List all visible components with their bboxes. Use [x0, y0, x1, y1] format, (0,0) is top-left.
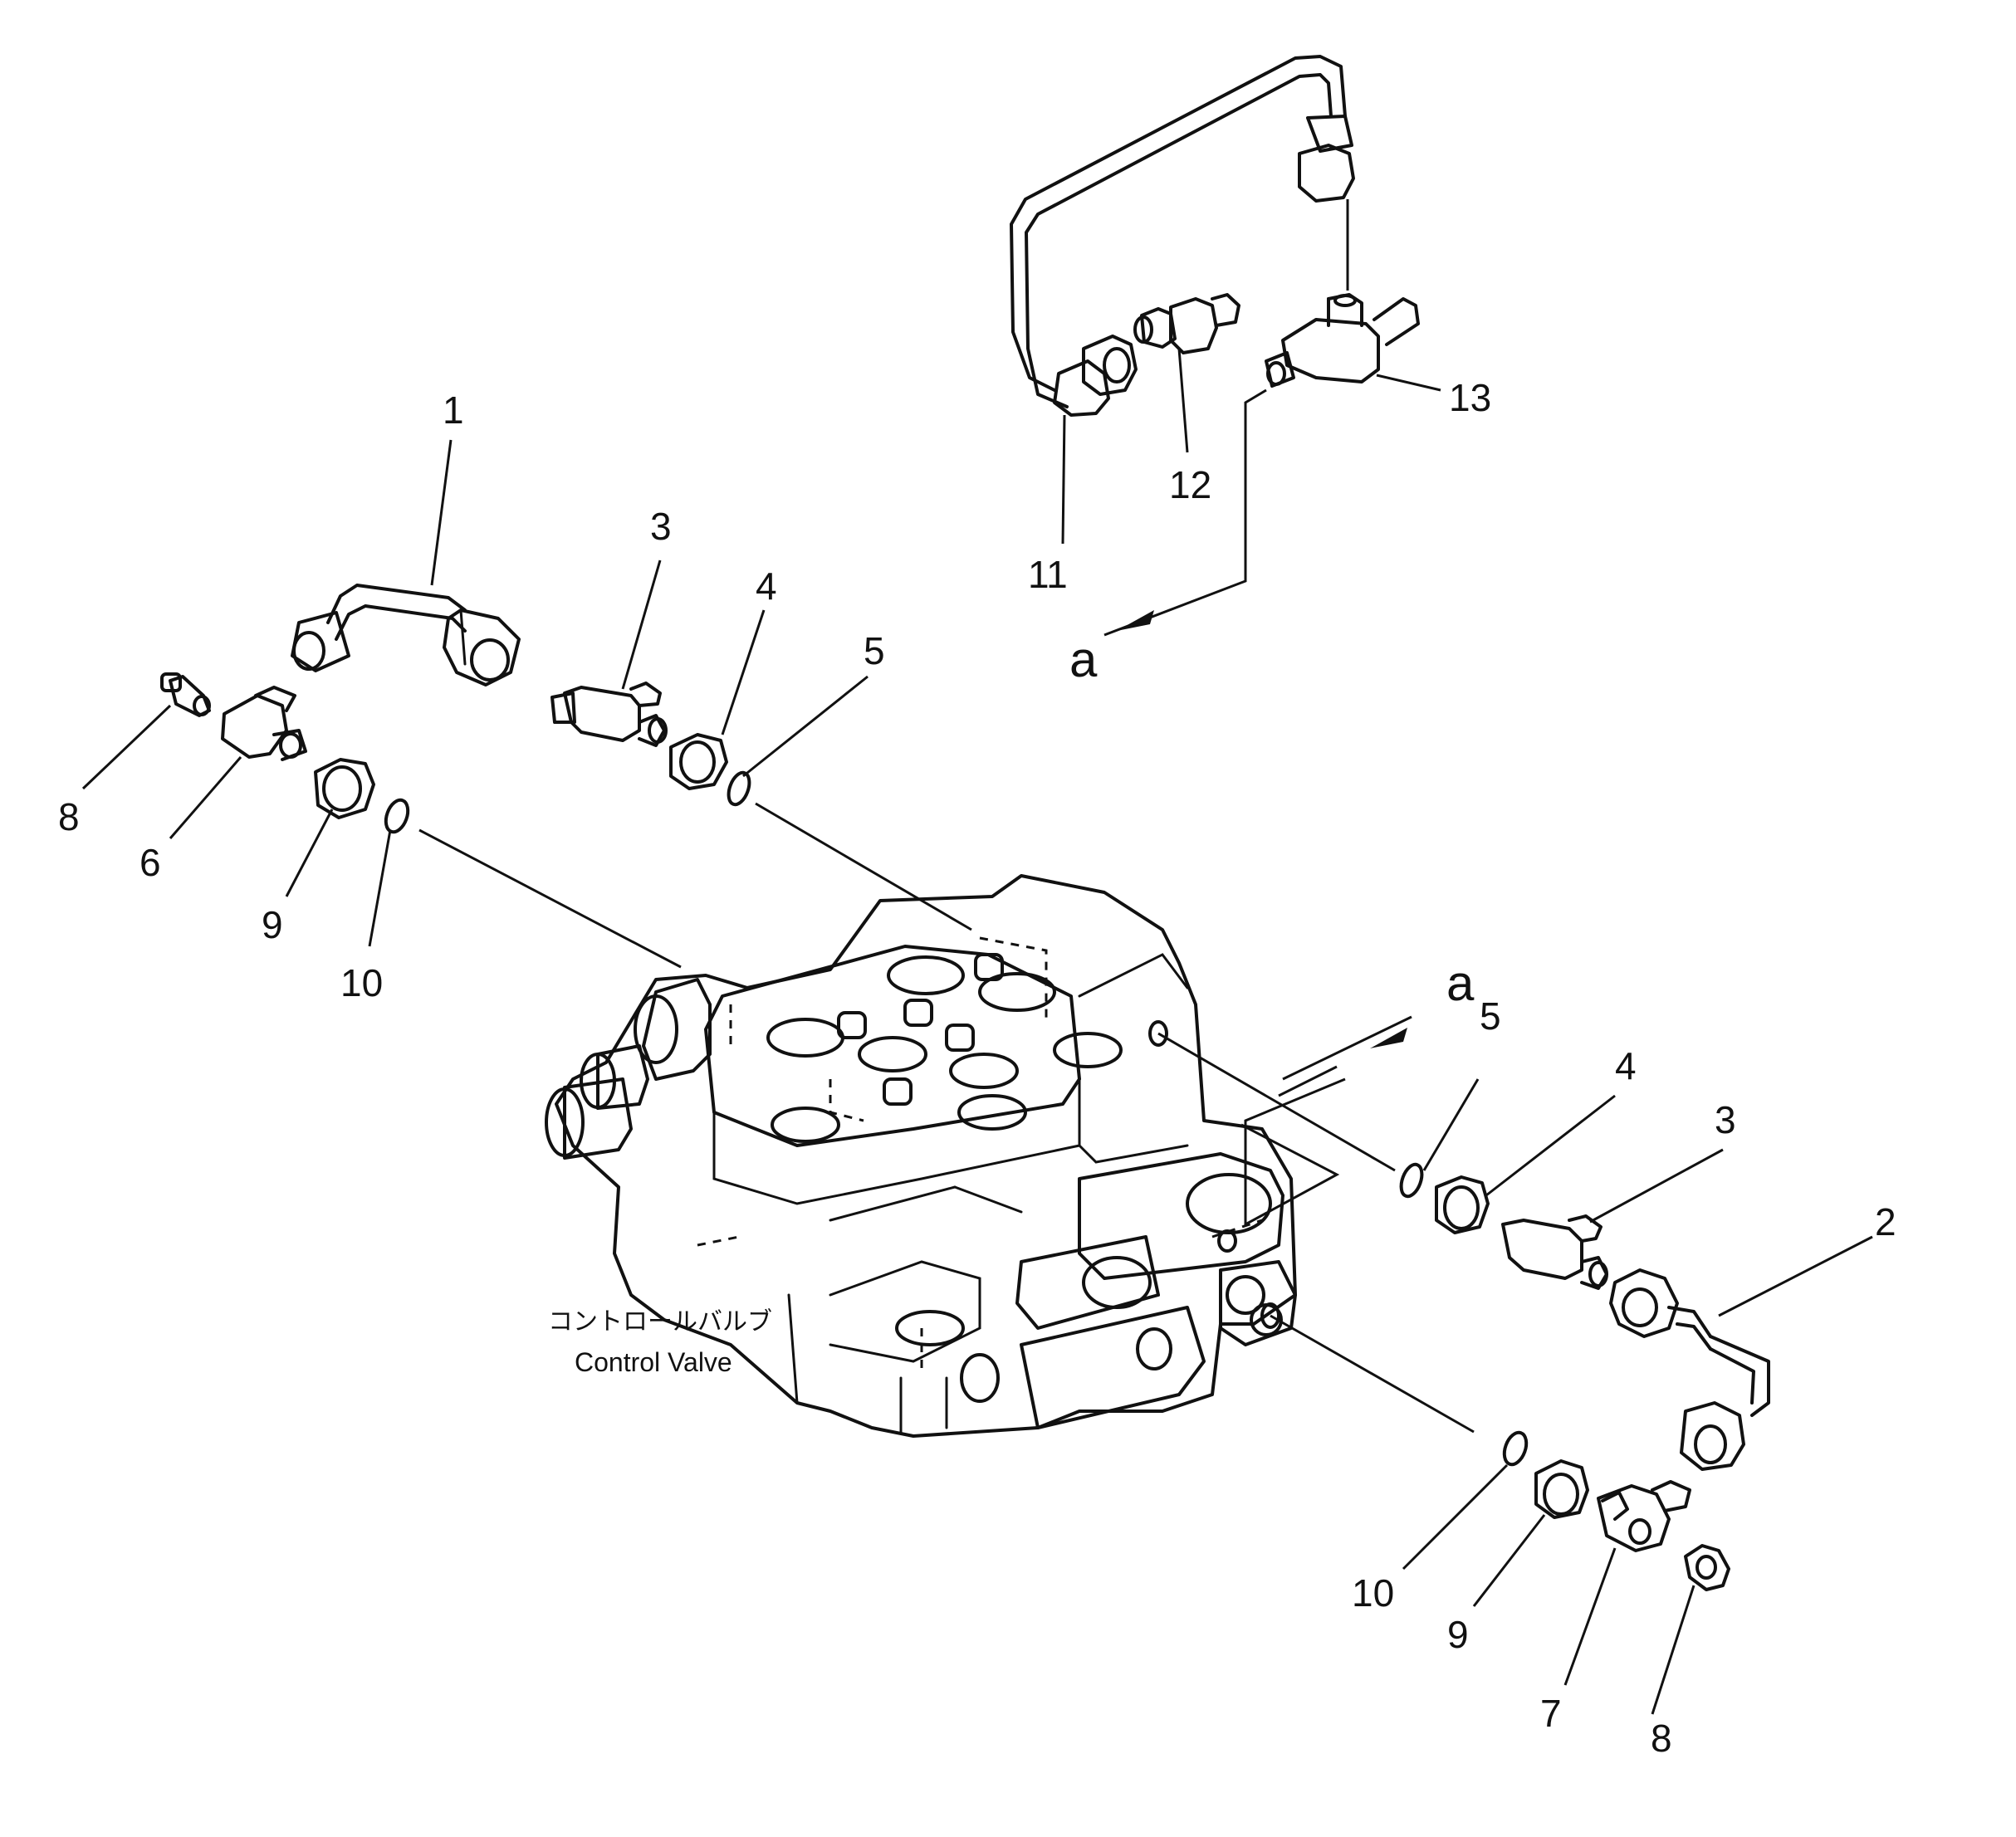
callout-13: 13	[1449, 376, 1491, 419]
callout-9-right: 9	[1447, 1613, 1469, 1656]
o-ring-part-5-left	[727, 770, 751, 807]
o-ring-part-10-left	[384, 798, 410, 834]
o-ring-part-5-right	[1399, 1162, 1424, 1199]
callout-8-left: 8	[58, 795, 80, 838]
callout-3-left: 3	[650, 505, 672, 548]
callout-7: 7	[1540, 1692, 1562, 1735]
tee-part-13	[1265, 293, 1420, 388]
callout-4-right: 4	[1615, 1044, 1637, 1087]
caption-japanese: コントロールバルブ	[548, 1307, 772, 1336]
tube-part-1	[291, 584, 521, 686]
callout-8-right: 8	[1651, 1717, 1672, 1760]
o-ring-part-10-right	[1502, 1430, 1529, 1467]
nut-part-4-right	[1435, 1175, 1490, 1234]
arrow-a-top	[1117, 610, 1154, 631]
callout-11: 11	[1028, 553, 1068, 596]
callout-5-left: 5	[864, 629, 885, 672]
callout-5-right: 5	[1480, 994, 1501, 1038]
caption-english: Control Valve	[575, 1347, 732, 1377]
callout-10-right: 10	[1352, 1571, 1394, 1615]
callout-4-left: 4	[756, 564, 777, 608]
nut-part-9-left	[314, 758, 375, 819]
elbow-part-6	[221, 686, 307, 761]
plug-part-8-left	[160, 672, 211, 717]
arrow-a-mid	[1370, 1028, 1407, 1048]
elbow-part-7	[1597, 1480, 1691, 1552]
callout-3-right: 3	[1715, 1098, 1736, 1141]
nut-part-9-right	[1534, 1459, 1589, 1519]
reference-a-top: a	[1069, 632, 1098, 687]
callout-numbers: 1 2 3 3 4 4 5 5 6 7 8 8 9 9 10 10 11 12 …	[58, 376, 1896, 1760]
callout-12: 12	[1169, 463, 1211, 506]
callout-1: 1	[443, 388, 464, 432]
callout-9-left: 9	[262, 903, 283, 946]
connector-part-12	[1133, 293, 1240, 354]
control-valve-body	[545, 874, 1297, 1438]
reference-a-mid: a	[1446, 955, 1475, 1011]
nut-part-4-left	[669, 733, 728, 790]
callout-10-left: 10	[340, 961, 383, 1004]
tee-part-3-left	[550, 682, 668, 747]
leader-lines	[81, 199, 1873, 1715]
callout-2: 2	[1875, 1200, 1896, 1243]
plug-part-8-right	[1684, 1544, 1730, 1591]
tube-part-2	[1609, 1268, 1770, 1471]
tee-part-3-right	[1501, 1214, 1608, 1290]
callout-6: 6	[139, 841, 161, 884]
tube-part-11	[1010, 55, 1355, 417]
